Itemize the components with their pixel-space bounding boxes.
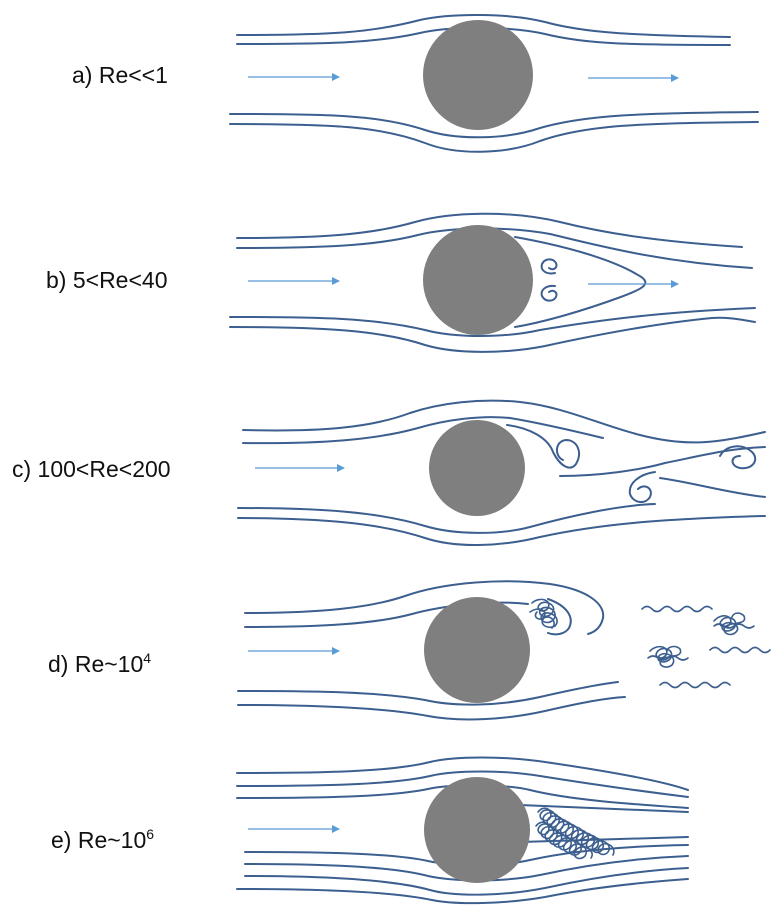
panel-b-flow — [230, 214, 755, 352]
cylinder — [429, 420, 525, 516]
streamline — [560, 447, 765, 476]
panel-d-flow — [238, 581, 770, 719]
wavy-filament — [710, 648, 770, 653]
cylinder — [423, 20, 533, 130]
streamline — [238, 516, 765, 545]
vortex — [660, 478, 765, 497]
panel-a-flow — [230, 15, 758, 152]
cylinder — [424, 777, 530, 883]
panel-c-flow — [238, 401, 765, 545]
cylinder — [423, 225, 533, 335]
vortex — [630, 472, 655, 502]
cylinder — [424, 597, 530, 703]
recirculation-eddy — [542, 259, 557, 273]
panel-e-flow — [237, 758, 688, 904]
recirculation-eddy — [542, 286, 557, 301]
wavy-filament — [660, 683, 730, 688]
wavy-filament — [642, 607, 712, 612]
streamline — [237, 879, 688, 903]
streamline — [238, 682, 618, 705]
